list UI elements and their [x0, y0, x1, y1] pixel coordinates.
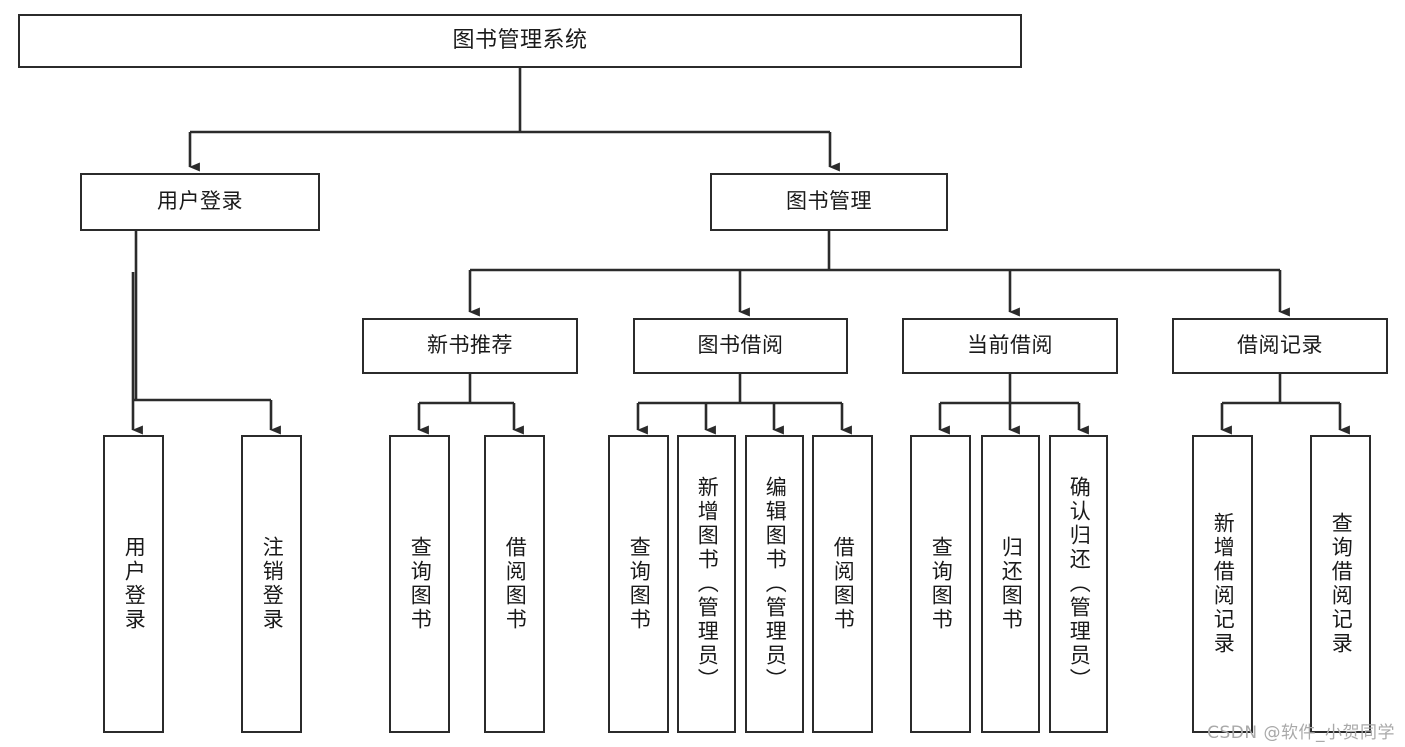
- node-leaf-query-book-2-label: 查询图书: [627, 536, 652, 632]
- node-user-login-label: 用户登录: [157, 189, 243, 214]
- node-leaf-add-record-label: 新增借阅记录: [1211, 512, 1236, 656]
- node-leaf-query-book-1[interactable]: 查询图书: [389, 435, 450, 733]
- node-leaf-borrow-book-1-label: 借阅图书: [503, 536, 528, 632]
- node-leaf-edit-book-label: 编辑图书（管理员）: [763, 476, 788, 692]
- node-leaf-return-book-label: 归还图书: [999, 536, 1024, 632]
- node-book-borrow[interactable]: 图书借阅: [633, 318, 848, 374]
- node-leaf-logout-label: 注销登录: [260, 536, 285, 632]
- node-leaf-edit-book[interactable]: 编辑图书（管理员）: [745, 435, 804, 733]
- node-borrow-record[interactable]: 借阅记录: [1172, 318, 1388, 374]
- node-leaf-query-record-label: 查询借阅记录: [1329, 512, 1354, 656]
- node-leaf-add-record[interactable]: 新增借阅记录: [1192, 435, 1253, 733]
- node-leaf-user-login[interactable]: 用户登录: [103, 435, 164, 733]
- node-book-manage-label: 图书管理: [786, 189, 872, 214]
- node-leaf-confirm-return[interactable]: 确认归还（管理员）: [1049, 435, 1108, 733]
- node-leaf-query-book-1-label: 查询图书: [408, 536, 433, 632]
- node-leaf-logout[interactable]: 注销登录: [241, 435, 302, 733]
- csdn-watermark: CSDN @软件_小贺同学: [1207, 723, 1395, 743]
- node-current-borrow-label: 当前借阅: [967, 333, 1053, 358]
- node-borrow-record-label: 借阅记录: [1237, 333, 1323, 358]
- node-leaf-return-book[interactable]: 归还图书: [981, 435, 1040, 733]
- node-leaf-add-book[interactable]: 新增图书（管理员）: [677, 435, 736, 733]
- node-book-borrow-label: 图书借阅: [697, 333, 784, 358]
- node-leaf-confirm-return-label: 确认归还（管理员）: [1067, 476, 1092, 692]
- node-leaf-query-book-3[interactable]: 查询图书: [910, 435, 971, 733]
- node-root-label: 图书管理系统: [452, 27, 588, 53]
- node-leaf-query-book-2[interactable]: 查询图书: [608, 435, 669, 733]
- node-user-login[interactable]: 用户登录: [80, 173, 320, 231]
- node-new-book-rec-label: 新书推荐: [427, 333, 513, 358]
- node-book-manage[interactable]: 图书管理: [710, 173, 948, 231]
- node-leaf-borrow-book-1[interactable]: 借阅图书: [484, 435, 545, 733]
- node-leaf-add-book-label: 新增图书（管理员）: [695, 476, 720, 692]
- node-leaf-query-book-3-label: 查询图书: [929, 536, 954, 632]
- node-current-borrow[interactable]: 当前借阅: [902, 318, 1118, 374]
- node-leaf-borrow-book-2[interactable]: 借阅图书: [812, 435, 873, 733]
- node-root[interactable]: 图书管理系统: [18, 14, 1022, 68]
- node-new-book-rec[interactable]: 新书推荐: [362, 318, 578, 374]
- node-leaf-query-record[interactable]: 查询借阅记录: [1310, 435, 1371, 733]
- node-leaf-borrow-book-2-label: 借阅图书: [831, 536, 856, 632]
- node-leaf-user-login-label: 用户登录: [122, 536, 147, 632]
